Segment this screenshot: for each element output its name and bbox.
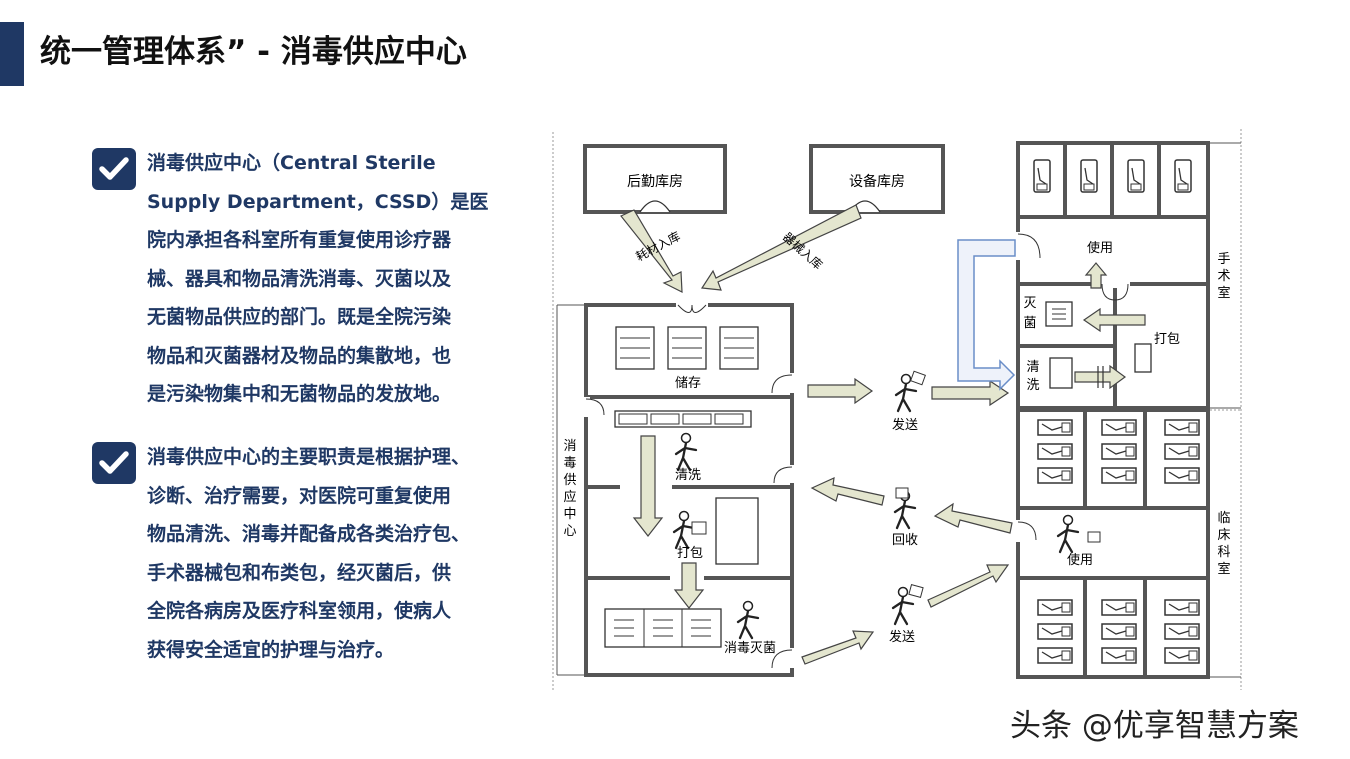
page-title: 统一管理体系” - 消毒供应中心 xyxy=(40,34,467,70)
svg-text:发送: 发送 xyxy=(889,629,915,645)
svg-text:心: 心 xyxy=(563,524,576,539)
return-to-or-arrow xyxy=(957,239,1016,391)
pack-to-sterile-arrow xyxy=(673,562,705,609)
svg-text:设备库房: 设备库房 xyxy=(849,173,905,190)
svg-text:清洗: 清洗 xyxy=(675,468,701,483)
svg-text:使用: 使用 xyxy=(1087,240,1113,256)
svg-text:消毒灭菌: 消毒灭菌 xyxy=(724,641,776,656)
svg-text:使用: 使用 xyxy=(1067,552,1093,568)
svg-text:科: 科 xyxy=(1217,545,1230,560)
operating-room-block: 使用 灭 菌 打包 清 洗 xyxy=(1014,141,1210,410)
packing-room: 打包 xyxy=(672,497,759,565)
recycle-flow: 回收 xyxy=(810,477,1013,548)
sterilization-room: 消毒灭菌 xyxy=(604,600,776,656)
svg-text:灭: 灭 xyxy=(1023,296,1036,311)
equipment-store: 设备库房 xyxy=(809,144,945,214)
svg-text:供: 供 xyxy=(563,473,576,488)
washing-room: 清洗 xyxy=(614,410,752,483)
svg-text:打包: 打包 xyxy=(1154,332,1180,347)
svg-text:室: 室 xyxy=(1217,561,1230,577)
svg-text:菌: 菌 xyxy=(1023,316,1036,331)
wash-to-pack-arrow xyxy=(632,435,664,537)
paragraph-1-text: 消毒供应中心（Central Sterile Supply Department… xyxy=(147,152,489,405)
paragraph-2: 消毒供应中心的主要职责是根据护理、 诊断、治疗需要，对医院可重复使用 物品清洗、… xyxy=(92,438,502,669)
clinical-department-block: 使用 xyxy=(1014,408,1210,679)
svg-text:清: 清 xyxy=(1026,360,1039,375)
checkbox-icon xyxy=(92,148,136,190)
equipment-in-arrow: 器械入库 xyxy=(700,204,862,291)
paragraph-1: 消毒供应中心（Central Sterile Supply Department… xyxy=(92,144,502,414)
svg-text:后勤库房: 后勤库房 xyxy=(627,174,683,190)
svg-text:洗: 洗 xyxy=(1026,378,1039,393)
svg-text:室: 室 xyxy=(1217,285,1230,301)
clinic-label: 临 床 科 室 xyxy=(1217,511,1230,577)
watermark: 头条 @优享智慧方案 xyxy=(1010,708,1299,744)
cssd-label: 消 毒 供 应 中 心 xyxy=(563,439,576,539)
svg-text:床: 床 xyxy=(1217,528,1230,543)
title-accent-bar xyxy=(0,22,24,86)
send-flow-bottom: 发送 xyxy=(801,564,1010,665)
svg-text:毒: 毒 xyxy=(563,456,576,471)
svg-text:回收: 回收 xyxy=(892,533,918,548)
paragraph-2-text: 消毒供应中心的主要职责是根据护理、 诊断、治疗需要，对医院可重复使用 物品清洗、… xyxy=(147,446,471,661)
checkbox-icon xyxy=(92,442,136,484)
logistics-store: 后勤库房 xyxy=(583,144,727,214)
svg-text:手: 手 xyxy=(1217,252,1230,267)
consumables-in-arrow: 耗材入库 xyxy=(620,209,683,293)
cssd-floor-plan-diagram: 后勤库房 设备库房 耗材入库 器械入库 消 xyxy=(552,128,1242,690)
svg-text:消: 消 xyxy=(563,439,576,454)
svg-text:打包: 打包 xyxy=(677,546,703,561)
svg-text:应: 应 xyxy=(563,489,576,505)
storage-room: 储存 xyxy=(615,326,759,391)
svg-text:发送: 发送 xyxy=(892,417,918,433)
svg-text:储存: 储存 xyxy=(675,376,701,391)
svg-text:术: 术 xyxy=(1217,269,1230,284)
svg-text:临: 临 xyxy=(1217,511,1230,526)
or-label: 手 术 室 xyxy=(1217,252,1230,301)
send-flow-top: 发送 xyxy=(807,370,1010,433)
svg-text:中: 中 xyxy=(563,507,576,522)
